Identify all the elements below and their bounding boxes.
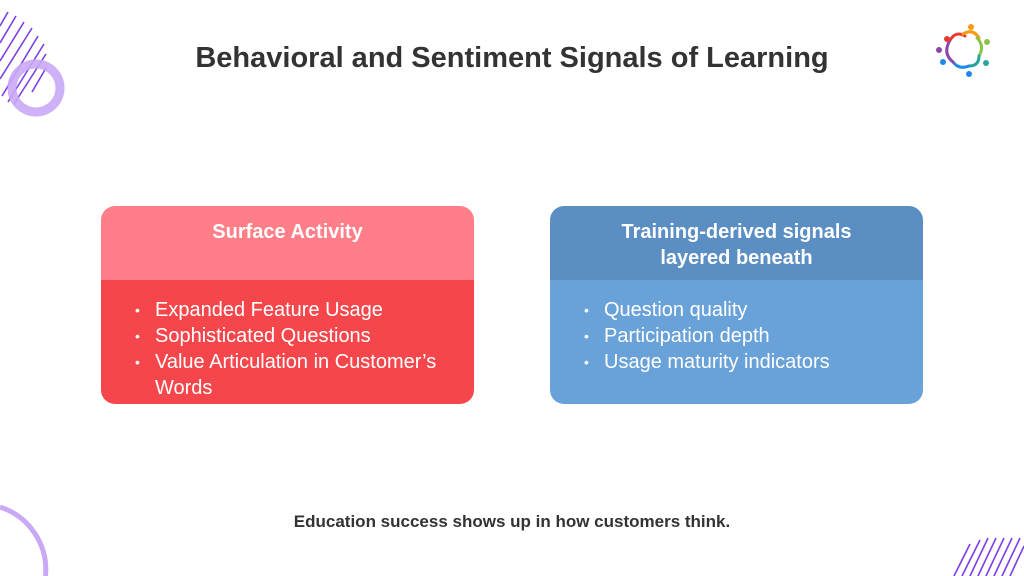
list-item: Sophisticated Questions xyxy=(135,323,474,349)
logo-icon xyxy=(936,24,990,77)
list-item: Question quality xyxy=(584,297,923,323)
ring-decoration-top-left xyxy=(7,59,65,117)
surface-activity-card: Surface Activity Expanded Feature Usage … xyxy=(101,206,474,404)
list-item: Expanded Feature Usage xyxy=(135,297,474,323)
stripes-decoration-bottom-right xyxy=(953,537,1024,576)
card-heading: Surface Activity xyxy=(101,206,474,280)
ring-decoration-bottom-left xyxy=(0,504,49,576)
footer-caption: Education success shows up in how custom… xyxy=(293,512,731,531)
page-title: Behavioral and Sentiment Signals of Lear… xyxy=(195,42,829,74)
list-item: Participation depth xyxy=(584,323,923,349)
list-item: Usage maturity indicators xyxy=(584,349,923,375)
card-heading: Training-derived signals layered beneath xyxy=(550,206,923,280)
list-item: Value Articulation in Customer’s Words xyxy=(135,349,474,401)
training-signals-card: Training-derived signals layered beneath… xyxy=(550,206,923,404)
